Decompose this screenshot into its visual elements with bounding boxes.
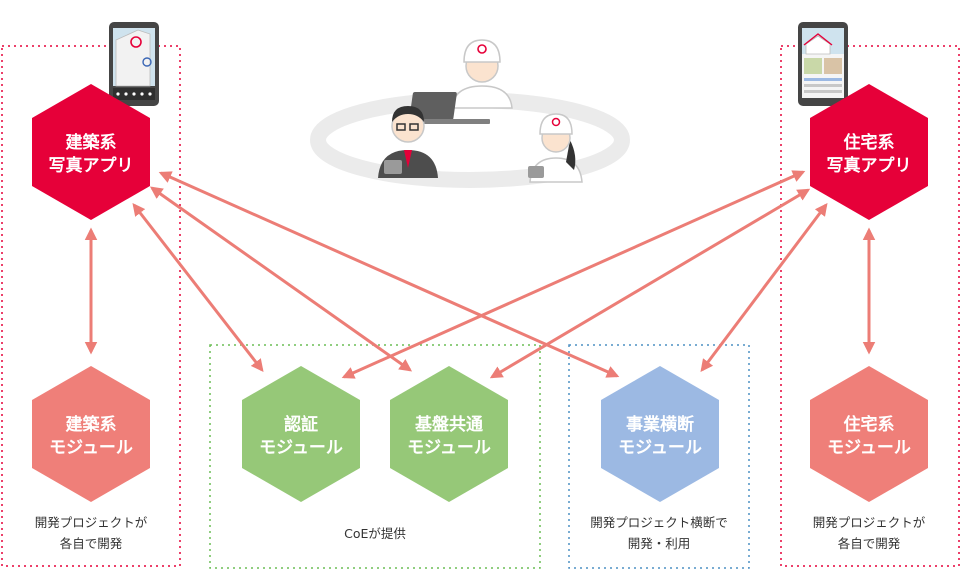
kenchiku-module-line1: 建築系 — [66, 414, 117, 435]
kenchiku-app-line2: 写真アプリ — [49, 155, 134, 176]
jigyo-module-node: 事業横断 モジュール — [601, 366, 719, 502]
kenchiku-module-line2: モジュール — [49, 438, 133, 458]
arrow-kenchiku-app-ninsho — [132, 203, 264, 372]
ninsho-module-node: 認証 モジュール — [242, 366, 360, 502]
jutaku-app-line2: 写真アプリ — [827, 155, 912, 176]
kiban-module-node: 基盤共通 モジュール — [390, 366, 508, 502]
jigyo-module-line2: モジュール — [618, 438, 702, 458]
arrow-jutaku-app-kiban — [489, 188, 811, 379]
meeting-team-illustration — [310, 39, 630, 188]
coe-caption: CoEが提供 — [344, 526, 406, 541]
ninsho-module-line1: 認証 — [284, 414, 318, 435]
right-caption-line2: 各自で開発 — [838, 536, 901, 551]
ninsho-module-line2: モジュール — [259, 438, 343, 458]
woman-worker-icon — [528, 113, 583, 183]
jutaku-module-line1: 住宅系 — [844, 414, 895, 435]
kiban-module-line1: 基盤共通 — [414, 414, 483, 435]
jutaku-app-line1: 住宅系 — [844, 132, 895, 153]
connections — [84, 170, 876, 379]
tablet-building-photo-icon — [109, 22, 159, 106]
cross-caption-line2: 開発・利用 — [628, 536, 691, 551]
left-caption-line1: 開発プロジェクトが — [35, 515, 148, 530]
right-caption-line1: 開発プロジェクトが — [813, 515, 926, 530]
kenchiku-photo-app-node: 建築系 写真アプリ — [32, 84, 150, 220]
kiban-module-line2: モジュール — [407, 438, 491, 458]
left-caption-line2: 各自で開発 — [60, 536, 123, 551]
jutaku-photo-app-node: 住宅系 写真アプリ — [810, 84, 928, 220]
jutaku-module-line2: モジュール — [827, 438, 911, 458]
kenchiku-module-node: 建築系 モジュール — [32, 366, 150, 502]
worker-with-laptop-icon — [409, 39, 513, 124]
cross-caption-line1: 開発プロジェクト横断で — [590, 515, 728, 530]
tablet-house-photo-icon — [798, 22, 848, 106]
jigyo-module-line1: 事業横断 — [626, 414, 694, 435]
arrow-jutaku-app-ninsho — [341, 170, 806, 379]
arrow-jutaku-app-jigyo — [700, 202, 828, 373]
kenchiku-app-line1: 建築系 — [66, 132, 117, 153]
jutaku-module-node: 住宅系 モジュール — [810, 366, 928, 502]
